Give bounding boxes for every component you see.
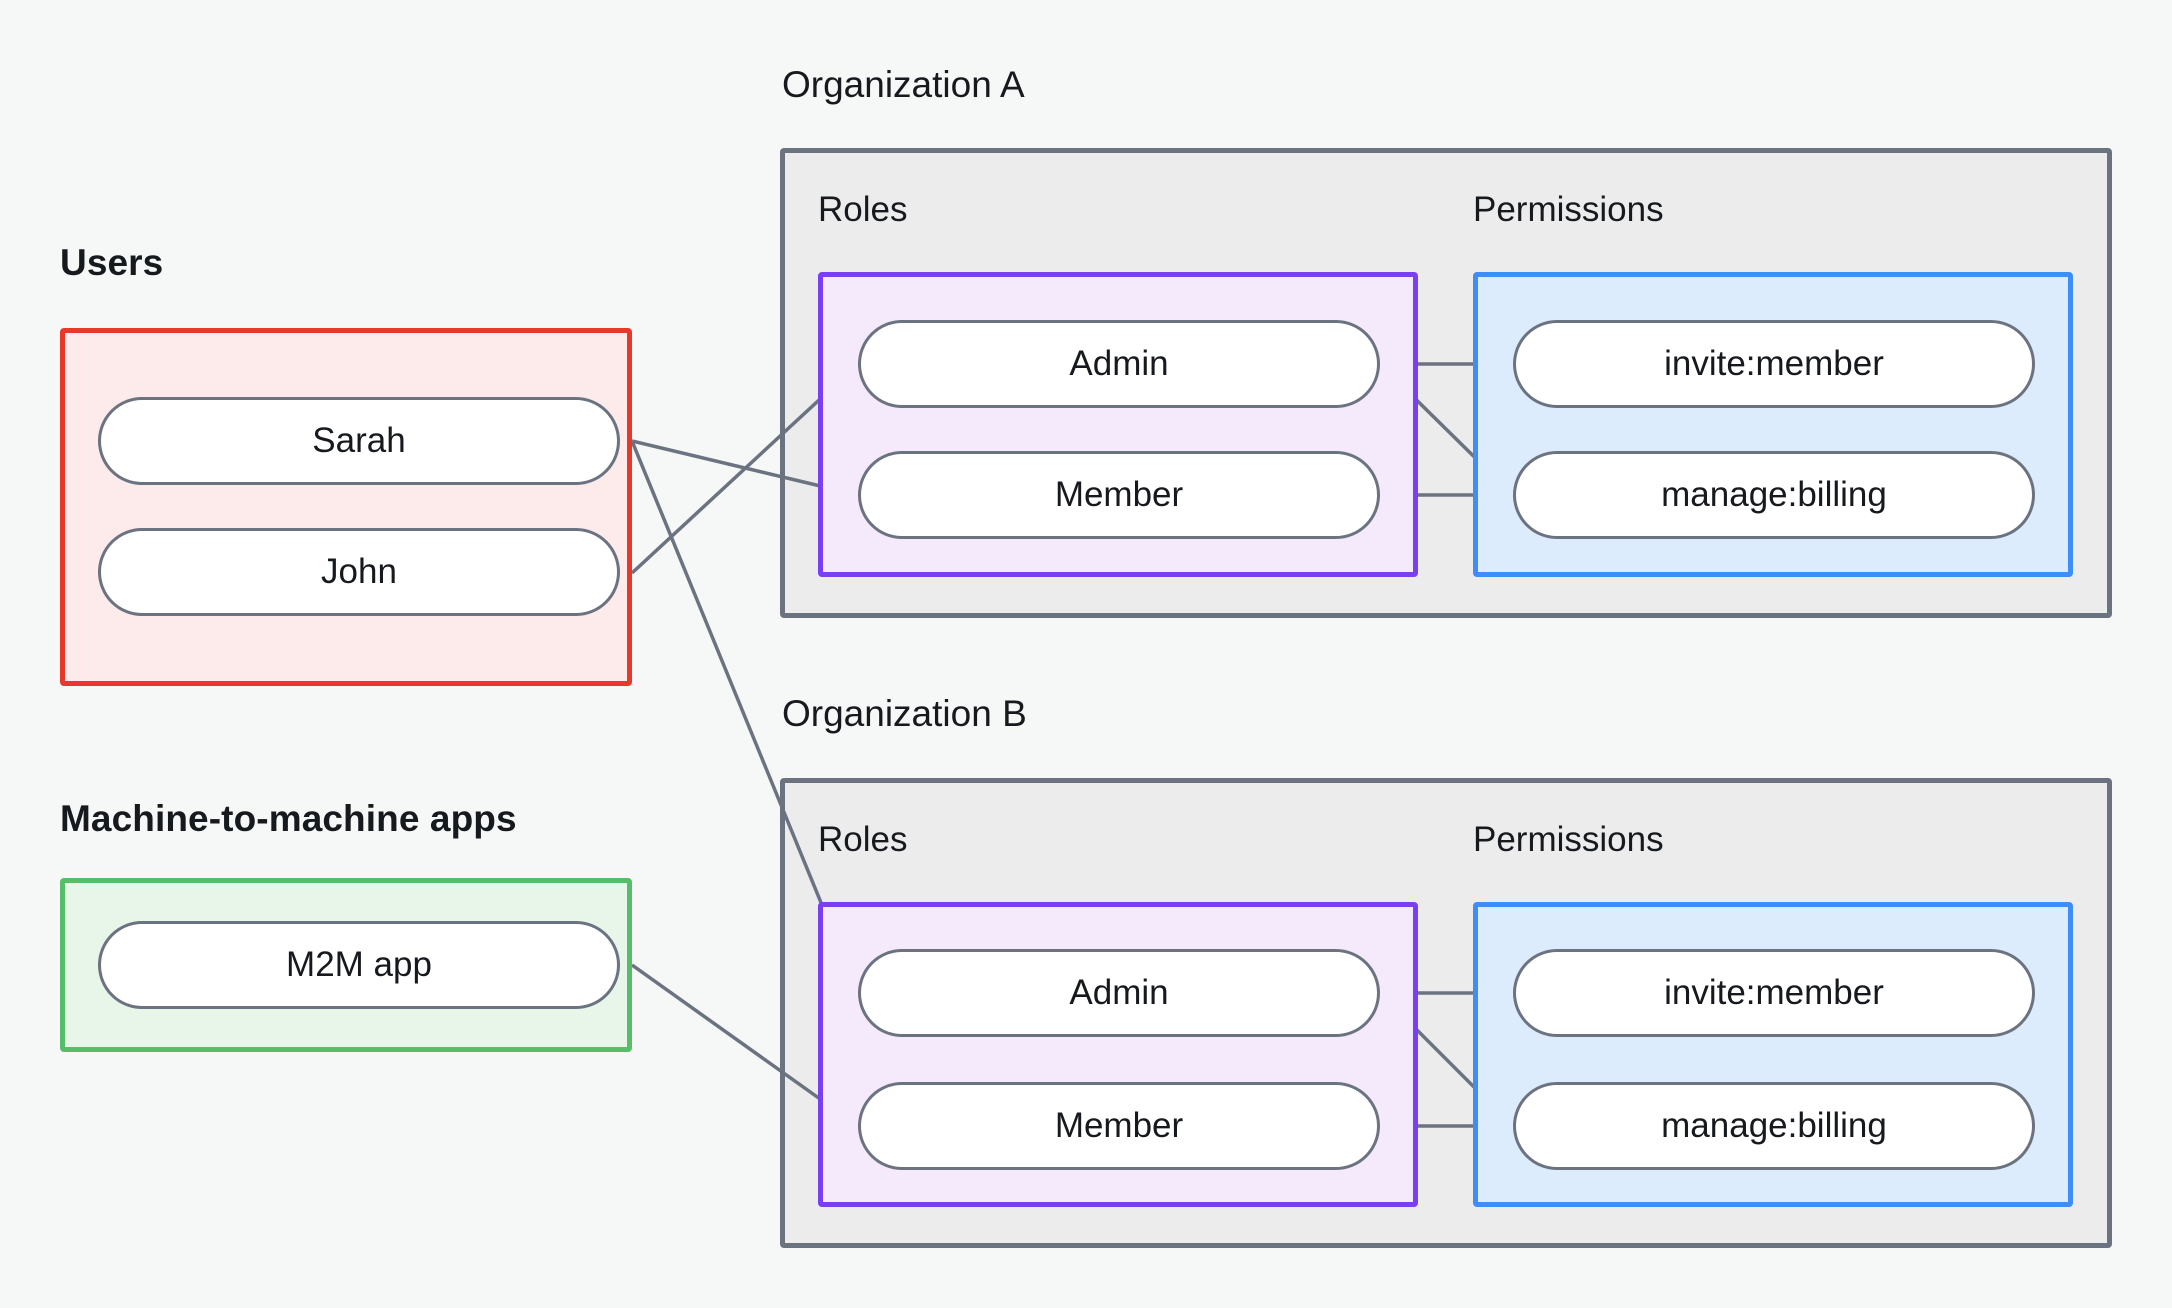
node-org-b-admin[interactable]: Admin [858,949,1380,1037]
users-group-title: Users [60,242,164,283]
node-org-b-manage-billing[interactable]: manage:billing [1513,1082,2035,1170]
org-b-roles-title: Roles [818,820,908,859]
node-org-a-admin[interactable]: Admin [858,320,1380,408]
org-a-permissions-title: Permissions [1473,190,1664,229]
node-m2m-app[interactable]: M2M app [98,921,620,1009]
node-org-a-invite-member[interactable]: invite:member [1513,320,2035,408]
node-org-b-invite-member[interactable]: invite:member [1513,949,2035,1037]
node-sarah[interactable]: Sarah [98,397,620,485]
node-org-b-member[interactable]: Member [858,1082,1380,1170]
org-b-permissions-title: Permissions [1473,820,1664,859]
node-org-a-member[interactable]: Member [858,451,1380,539]
org-a-roles-title: Roles [818,190,908,229]
node-org-a-manage-billing[interactable]: manage:billing [1513,451,2035,539]
node-john[interactable]: John [98,528,620,616]
users-group-box [60,328,632,686]
org-a-title: Organization A [782,64,1025,105]
org-b-title: Organization B [782,693,1027,734]
m2m-group-title: Machine-to-machine apps [60,798,517,839]
